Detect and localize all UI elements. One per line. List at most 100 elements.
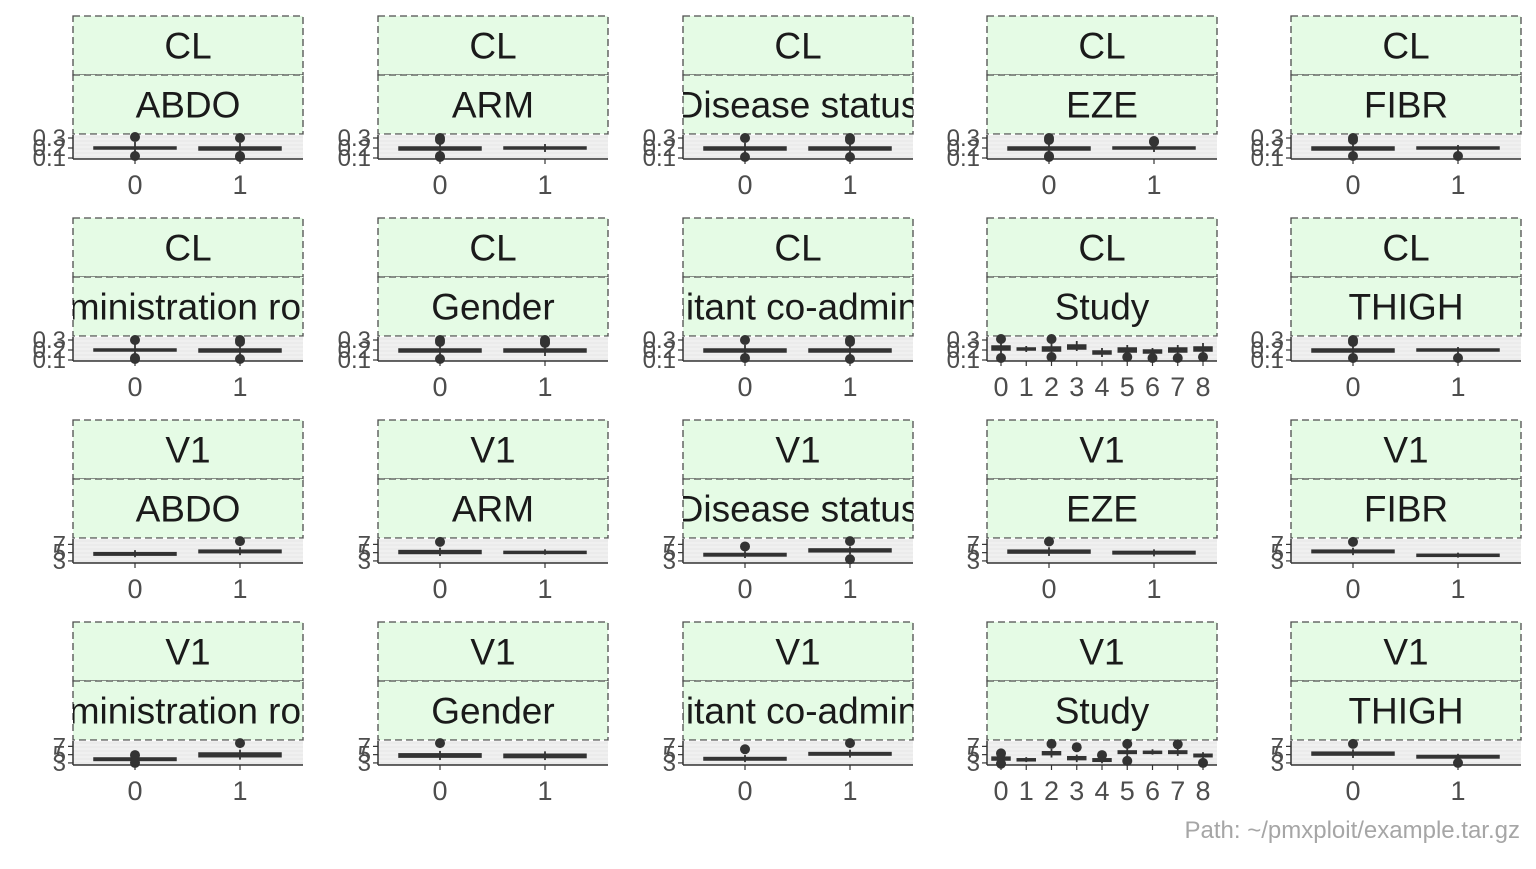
y-tick-label: 0.2 [643,337,676,364]
x-tick-label: 1 [232,372,247,402]
strip-covariate [682,276,914,337]
strip-covariate-label: Gender [431,691,554,732]
box-outlier [845,554,855,565]
x-tick-label: 0 [1041,170,1056,200]
x-tick-label: 0 [737,372,752,402]
box-outlier [130,335,140,345]
strip-parameter [377,621,609,682]
strip-covariate [1290,478,1522,539]
y-tick-label: 3 [967,750,980,777]
y-tick-label: 5 [967,742,980,769]
strip-covariate-label: Disease status [677,489,920,530]
y-tick-label: 3 [53,750,66,777]
strip-parameter [72,15,304,76]
y-tick-label: 5 [1271,540,1284,567]
y-tick-label: 7 [1271,733,1284,760]
y-tick-label: 0.3 [33,125,66,152]
y-tick-label: 3 [1271,750,1284,777]
strip-parameter-label: CL [1382,26,1429,67]
x-tick-label: 3 [1069,776,1084,806]
y-tick-label: 0.1 [947,347,980,374]
x-tick-label: 1 [1450,776,1465,806]
box-outlier [996,334,1006,344]
strip-parameter-label: V1 [1079,632,1124,673]
x-tick-label: 0 [432,372,447,402]
y-tick-label: 3 [1271,548,1284,575]
y-tick-label: 0.3 [947,125,980,152]
box-outlier [845,536,855,547]
x-tick-label: 1 [537,372,552,402]
x-tick-label: 1 [232,776,247,806]
x-tick-label: 4 [1094,372,1109,402]
strip-covariate [1290,680,1522,741]
x-tick-label: 4 [1094,776,1109,806]
box-outlier [1044,135,1054,145]
strip-covariate-label: FIBR [1364,85,1448,126]
strip-parameter [986,15,1218,76]
box-outlier [845,738,855,749]
strip-covariate-label: ARM [452,85,534,126]
strip-covariate [377,680,609,741]
y-tick-label: 5 [358,742,371,769]
strip-parameter-label: CL [1078,228,1125,269]
y-tick-label: 0.2 [947,135,980,162]
strip-parameter [986,217,1218,278]
strip-parameter-label: V1 [1079,430,1124,471]
y-tick-label: 0.2 [643,135,676,162]
x-tick-label: 0 [737,776,752,806]
box-outlier [235,133,245,143]
box-outlier [1149,136,1159,146]
x-tick-label: 1 [232,574,247,604]
strip-parameter-label: CL [469,26,516,67]
x-tick-label: 0 [432,776,447,806]
strip-parameter [682,621,914,682]
x-tick-label: 7 [1170,372,1185,402]
x-tick-label: 0 [1345,170,1360,200]
strip-covariate [986,478,1218,539]
x-tick-label: 1 [842,574,857,604]
y-tick-label: 3 [358,548,371,575]
y-tick-label: 0.3 [1251,327,1284,354]
y-tick-label: 0.2 [33,135,66,162]
strip-covariate-label: Gender [431,287,554,328]
y-tick-label: 0.3 [643,125,676,152]
x-tick-label: 0 [993,372,1008,402]
x-tick-label: 0 [127,372,142,402]
y-tick-label: 0.1 [338,347,371,374]
strip-covariate [72,276,304,337]
x-tick-label: 8 [1195,372,1210,402]
x-tick-label: 0 [1345,574,1360,604]
strip-parameter [682,15,914,76]
x-tick-label: 1 [1450,574,1465,604]
strip-parameter [986,621,1218,682]
x-tick-label: 5 [1120,372,1135,402]
x-tick-label: 0 [737,574,752,604]
box-outlier [235,738,245,749]
y-tick-label: 0.1 [33,145,66,172]
strip-covariate [377,478,609,539]
y-tick-label: 0.2 [1251,135,1284,162]
y-tick-label: 5 [53,742,66,769]
y-tick-label: 3 [663,750,676,777]
strip-parameter-label: V1 [165,632,210,673]
y-tick-label: 7 [358,733,371,760]
x-tick-label: 0 [1345,372,1360,402]
box-outlier [740,541,750,552]
y-tick-label: 7 [663,531,676,558]
box-outlier [1046,738,1057,749]
y-tick-label: 7 [967,531,980,558]
box-outlier [845,135,855,145]
x-tick-label: 5 [1120,776,1135,806]
strip-covariate [72,74,304,135]
strip-covariate [377,74,609,135]
y-tick-label: 7 [967,733,980,760]
y-tick-label: 5 [967,540,980,567]
strip-covariate [986,680,1218,741]
